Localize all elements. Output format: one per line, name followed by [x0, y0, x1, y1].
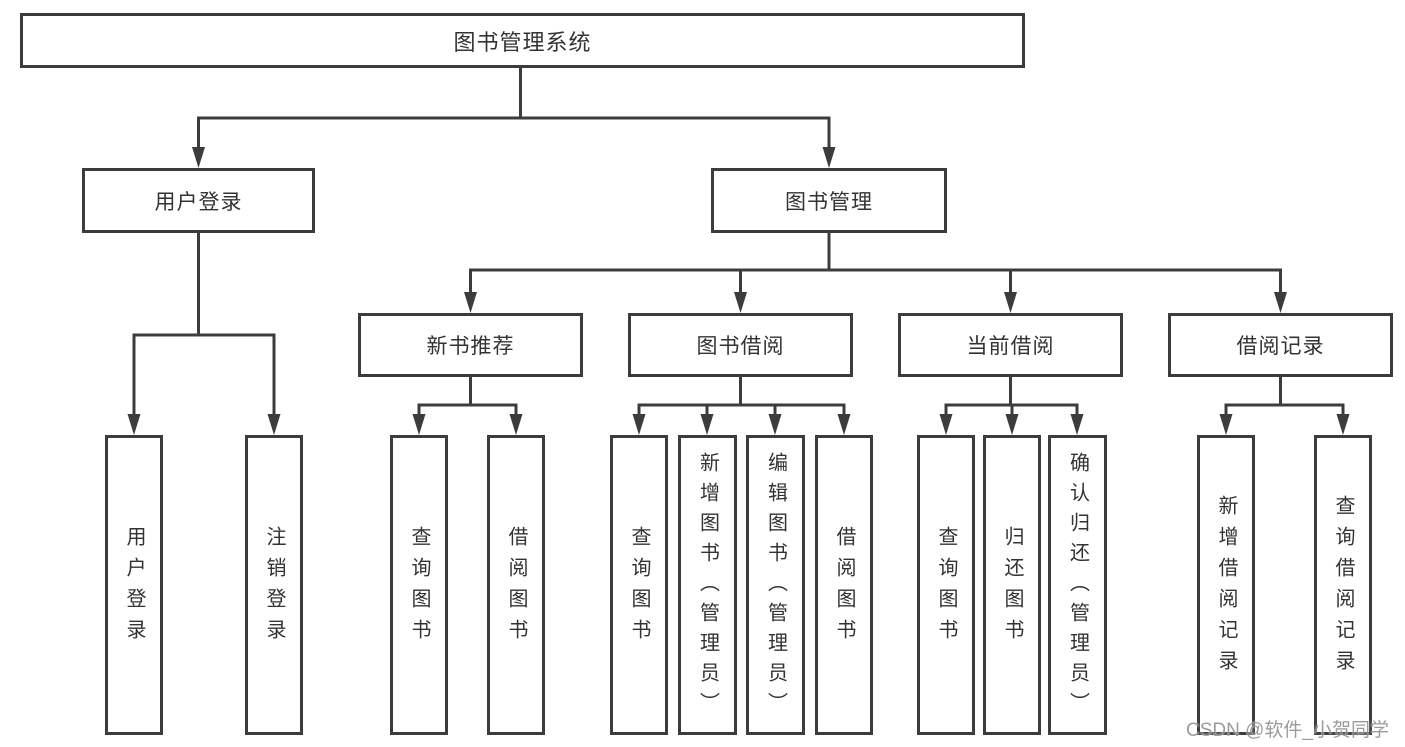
arrowheads: [127, 147, 1350, 435]
leaf-return-books: 归还图书: [983, 435, 1041, 735]
leaf-confirm-return-admin: 确认归还（管理员）: [1048, 435, 1107, 735]
leaf-borrow-books-2: 借阅图书: [815, 435, 873, 735]
node-book-management: 图书管理: [711, 168, 947, 233]
node-new-book-recommend: 新书推荐: [358, 313, 583, 377]
watermark: CSDN @软件_小贺同学: [1186, 720, 1389, 741]
leaf-query-borrow-record: 查询借阅记录: [1314, 435, 1372, 735]
node-current-borrowing: 当前借阅: [898, 313, 1123, 377]
leaf-query-books-2: 查询图书: [610, 435, 668, 735]
leaf-user-login: 用户登录: [105, 435, 163, 735]
leaf-add-borrow-record: 新增借阅记录: [1197, 435, 1255, 735]
leaf-logout: 注销登录: [245, 435, 303, 735]
node-library-management-system: 图书管理系统: [20, 13, 1025, 68]
node-book-borrowing: 图书借阅: [628, 313, 853, 377]
node-user-login: 用户登录: [82, 168, 315, 233]
leaf-edit-book-admin: 编辑图书（管理员）: [746, 435, 805, 735]
leaf-add-book-admin: 新增图书（管理员）: [678, 435, 737, 735]
leaf-borrow-books-1: 借阅图书: [487, 435, 545, 735]
leaf-query-books-3: 查询图书: [917, 435, 975, 735]
leaf-query-books-1: 查询图书: [390, 435, 448, 735]
node-borrow-records: 借阅记录: [1168, 313, 1393, 377]
